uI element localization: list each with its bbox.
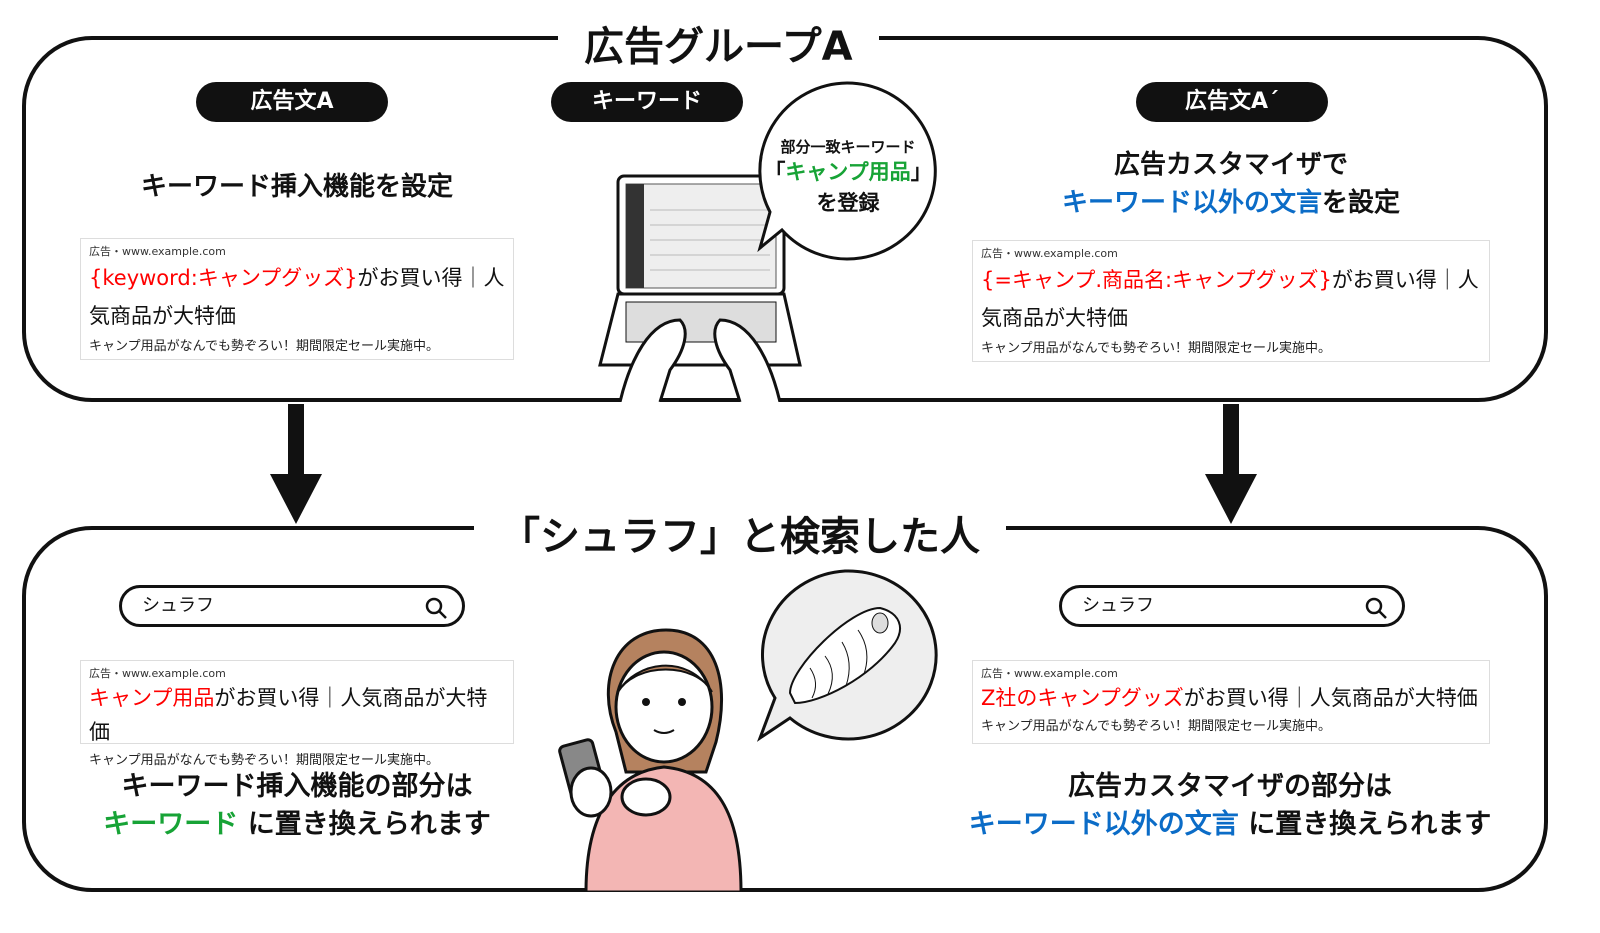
- search-result-ad-left: 広告・www.example.com キャンプ用品がお買い得｜人気商品が大特価 …: [80, 660, 514, 768]
- bubble-line1: 部分一致キーワード: [780, 138, 916, 156]
- ad-headline: {keyword:キャンプグッズ}がお買い得｜人気商品が大特価: [89, 259, 505, 335]
- bubble-line2: 「キャンプ用品」: [758, 157, 938, 187]
- speech-bubble: [757, 81, 937, 261]
- right-caption-line2: キーワード以外の文言を設定: [972, 184, 1490, 222]
- ad-preview-left: 広告・www.example.com {keyword:キャンプグッズ}がお買い…: [80, 238, 514, 360]
- searcher-title: 「シュラフ」と検索した人: [474, 504, 1006, 562]
- highlight: キーワード: [103, 809, 239, 840]
- headline-rest: がお買い得｜人気商品が大特価: [89, 266, 505, 328]
- text: に置き換えられます: [238, 809, 491, 840]
- right-caption-line1: 広告カスタマイザで: [1113, 150, 1348, 180]
- laptop-typing-illustration: [598, 174, 802, 402]
- ad-source: 広告・www.example.com: [89, 245, 226, 258]
- arrow-left: [288, 404, 304, 476]
- customized-text: Z社のキャンプグッズ: [981, 686, 1184, 710]
- ad-description: キャンプ用品がなんでも勢ぞろい！期間限定セール実施中。: [981, 341, 1331, 356]
- left-caption: キーワード挿入機能を設定: [140, 172, 453, 202]
- customizer: {=キャンプ.商品名:キャンプグッズ}: [981, 268, 1332, 292]
- headline-rest: がお買い得｜人気商品が大特価: [89, 686, 488, 744]
- ad-group-title: 広告グループA: [558, 14, 879, 72]
- arrow-right: [1223, 404, 1239, 476]
- ad-description: キャンプ用品がなんでも勢ぞろい！期間限定セール実施中。: [89, 339, 439, 354]
- search-query: シュラフ: [142, 595, 214, 616]
- ad-preview-right: 広告・www.example.com {=キャンプ.商品名:キャンプグッズ}がお…: [972, 240, 1490, 362]
- bracket: 」: [910, 160, 932, 184]
- sleeping-bag-thought-bubble: [756, 569, 938, 742]
- ad-a-pill: 広告文A: [196, 82, 388, 122]
- caption-line1: 広告カスタマイザの部分は: [1068, 771, 1392, 802]
- headline-rest: がお買い得｜人気商品が大特価: [981, 268, 1479, 330]
- bracket: 「: [764, 160, 786, 184]
- inserted-keyword: キャンプ用品: [89, 686, 215, 710]
- ad-headline: {=キャンプ.商品名:キャンプグッズ}がお買い得｜人気商品が大特価: [981, 261, 1481, 337]
- bubble-line3: を登録: [816, 191, 880, 215]
- ad-description: キャンプ用品がなんでも勢ぞろい！期間限定セール実施中。: [89, 753, 439, 768]
- ad-headline: Z社のキャンプグッズがお買い得｜人気商品が大特価: [981, 681, 1481, 715]
- search-icon[interactable]: [1364, 596, 1388, 620]
- arrowhead-right: [1205, 474, 1257, 524]
- ad-description: キャンプ用品がなんでも勢ぞろい！期間限定セール実施中。: [981, 719, 1331, 734]
- search-input-right[interactable]: シュラフ: [1059, 585, 1405, 627]
- bubble-text: 部分一致キーワード 「キャンプ用品」 を登録: [758, 136, 938, 217]
- search-icon[interactable]: [424, 596, 448, 620]
- search-input-left[interactable]: シュラフ: [119, 585, 465, 627]
- bottom-left-caption: キーワード挿入機能の部分は キーワード に置き換えられます: [60, 768, 534, 844]
- registered-keyword: キャンプ用品: [785, 160, 911, 184]
- text: に置き換えられます: [1238, 809, 1492, 840]
- arrowhead-left: [270, 474, 322, 524]
- search-result-ad-right: 広告・www.example.com Z社のキャンプグッズがお買い得｜人気商品が…: [972, 660, 1490, 744]
- woman-with-smartphone-illustration: [558, 628, 743, 892]
- text: を設定: [1322, 188, 1401, 218]
- sleeping-bag-icon: [788, 606, 901, 705]
- headline-rest: がお買い得｜人気商品が大特価: [1183, 686, 1478, 710]
- caption-line1: キーワード挿入機能の部分は: [121, 771, 473, 802]
- ad-source: 広告・www.example.com: [89, 667, 226, 680]
- search-query: シュラフ: [1082, 595, 1154, 616]
- caption-line2: キーワード に置き換えられます: [60, 806, 534, 844]
- ad-a-prime-pill: 広告文A´: [1136, 82, 1328, 122]
- highlight: キーワード以外の文言: [1061, 188, 1322, 218]
- ad-headline: キャンプ用品がお買い得｜人気商品が大特価: [89, 681, 505, 749]
- right-caption: 広告カスタマイザで キーワード以外の文言を設定: [972, 146, 1490, 222]
- bottom-right-caption: 広告カスタマイザの部分は キーワード以外の文言 に置き換えられます: [950, 768, 1510, 844]
- ad-source: 広告・www.example.com: [981, 247, 1118, 260]
- keyword-pill: キーワード: [551, 82, 743, 122]
- ad-source: 広告・www.example.com: [981, 667, 1118, 680]
- caption-line2: キーワード以外の文言 に置き換えられます: [950, 806, 1510, 844]
- keyword-insertion: {keyword:キャンプグッズ}: [89, 266, 358, 290]
- highlight: キーワード以外の文言: [968, 809, 1239, 840]
